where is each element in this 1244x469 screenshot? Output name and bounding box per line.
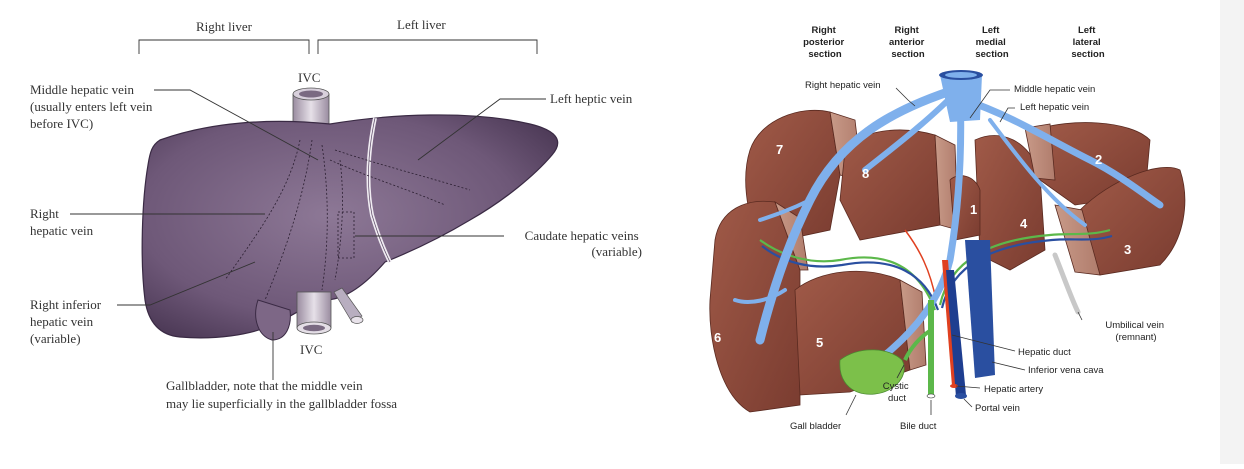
lower-vessels — [903, 240, 995, 399]
label-hepatic-duct: Hepatic duct — [1018, 347, 1071, 358]
label-hepatic-artery: Hepatic artery — [984, 384, 1043, 395]
segment-number-4: 4 — [1020, 216, 1028, 231]
scrollbar-track[interactable] — [1220, 0, 1244, 464]
gallbladder-shape — [255, 299, 291, 341]
label-gall-bladder: Gall bladder — [790, 421, 841, 432]
label-right-hepatic-vein: Right hepatic vein — [30, 206, 94, 238]
left-liver-bracket — [317, 39, 538, 54]
right-liver-bracket — [138, 39, 310, 54]
label-right-liver: Right liver — [196, 19, 253, 34]
ivc-top-opening — [939, 70, 983, 122]
cystic-duct-path — [903, 328, 933, 361]
label-left-hepatic-vein: Left heptic vein — [550, 91, 633, 106]
label-inferior-vena-cava: Inferior vena cava — [1028, 365, 1104, 376]
leader-left-hepatic-vein — [417, 98, 546, 161]
header-left-medial-section: Left medial section — [975, 25, 1008, 60]
right-segment-diagram: Right posterior section Right anterior s… — [690, 0, 1210, 464]
gallbladder-shape-right — [839, 349, 905, 395]
label-middle-hepatic-vein-r: Middle hepatic vein — [1014, 84, 1095, 95]
right-segment-svg: Right posterior section Right anterior s… — [709, 25, 1186, 432]
leader-middle-hepatic-vein — [154, 89, 319, 161]
label-ivc-bottom: IVC — [300, 342, 322, 357]
segment-number-7: 7 — [776, 142, 783, 157]
label-right-inferior-hepatic-vein: Right inferior hepatic vein (variable) — [30, 297, 104, 346]
label-portal-vein: Portal vein — [975, 403, 1020, 414]
header-right-anterior-section: Right anterior section — [889, 25, 927, 60]
label-middle-hepatic-vein: Middle hepatic vein (usually enters left… — [30, 82, 156, 131]
label-gallbladder-note: Gallbladder, note that the middle vein m… — [166, 378, 397, 411]
internal-veins-dotted — [224, 139, 471, 301]
left-liver-svg: Right liver Left liver IVC IVC Middle he… — [30, 17, 642, 411]
segment-6-block — [709, 200, 801, 413]
middle-hepatic-vein-path — [881, 84, 965, 359]
bile-duct-path — [928, 300, 934, 395]
leader-right-inferior-hepatic-vein — [117, 261, 256, 306]
right-leaders — [845, 87, 1083, 416]
header-left-lateral-section: Left lateral section — [1071, 25, 1104, 60]
umbilical-vein-remnant — [1052, 252, 1081, 315]
left-liver-diagram: Right liver Left liver IVC IVC Middle he… — [30, 17, 642, 411]
label-cystic-duct: Cystic duct — [883, 381, 912, 404]
segment-blocks — [709, 109, 1186, 413]
hepatic-veins — [733, 83, 1164, 359]
label-bile-duct: Bile duct — [900, 421, 937, 432]
segment-number-2: 2 — [1095, 152, 1102, 167]
ivc-lower-path — [965, 240, 995, 378]
label-caudate-hepatic-veins: Caudate hepatic veins (variable) — [525, 228, 642, 259]
segment-3-block — [1079, 167, 1186, 276]
label-right-hepatic-vein-r: Right hepatic vein — [805, 80, 881, 91]
segment-number-5: 5 — [816, 335, 823, 350]
ivc-bottom-vessel — [296, 287, 364, 335]
segment-number-1: 1 — [970, 202, 977, 217]
segment-number-6: 6 — [714, 330, 721, 345]
label-left-liver: Left liver — [397, 17, 446, 32]
label-left-hepatic-vein-r: Left hepatic vein — [1020, 102, 1089, 113]
label-ivc-top: IVC — [298, 70, 320, 85]
left-hepatic-vein-path — [961, 96, 1164, 209]
portal-vein-path — [946, 270, 966, 397]
label-umbilical-vein: Umbilical vein (remnant) — [1105, 320, 1166, 343]
header-right-posterior-section: Right posterior section — [803, 25, 847, 60]
segment-number-8: 8 — [862, 166, 869, 181]
liver-body — [141, 114, 559, 339]
segment-number-3: 3 — [1124, 242, 1131, 257]
